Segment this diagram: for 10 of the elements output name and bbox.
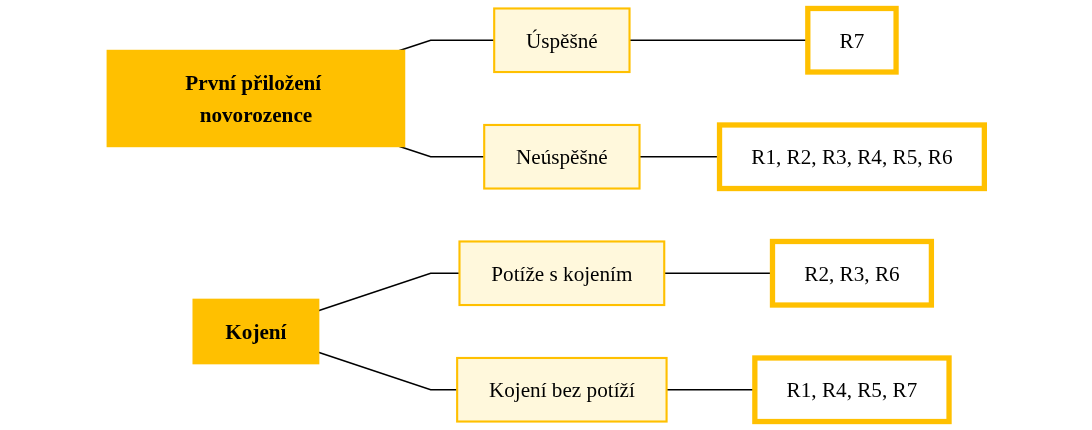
node-box: Neúspěšné [483,123,641,190]
node-box: R7 [805,5,899,75]
node-box: Úspěšné [493,7,631,74]
node-box: R1, R2, R3, R4, R5, R6 [716,122,987,192]
node-box: První přiložení novorozence [106,49,406,148]
node-box: R2, R3, R6 [769,238,935,308]
node-box: Kojení [192,298,320,365]
node-box: R1, R4, R5, R7 [752,355,952,425]
node-box: Potíže s kojením [458,240,666,307]
node-box: Kojení bez potíží [456,356,668,423]
